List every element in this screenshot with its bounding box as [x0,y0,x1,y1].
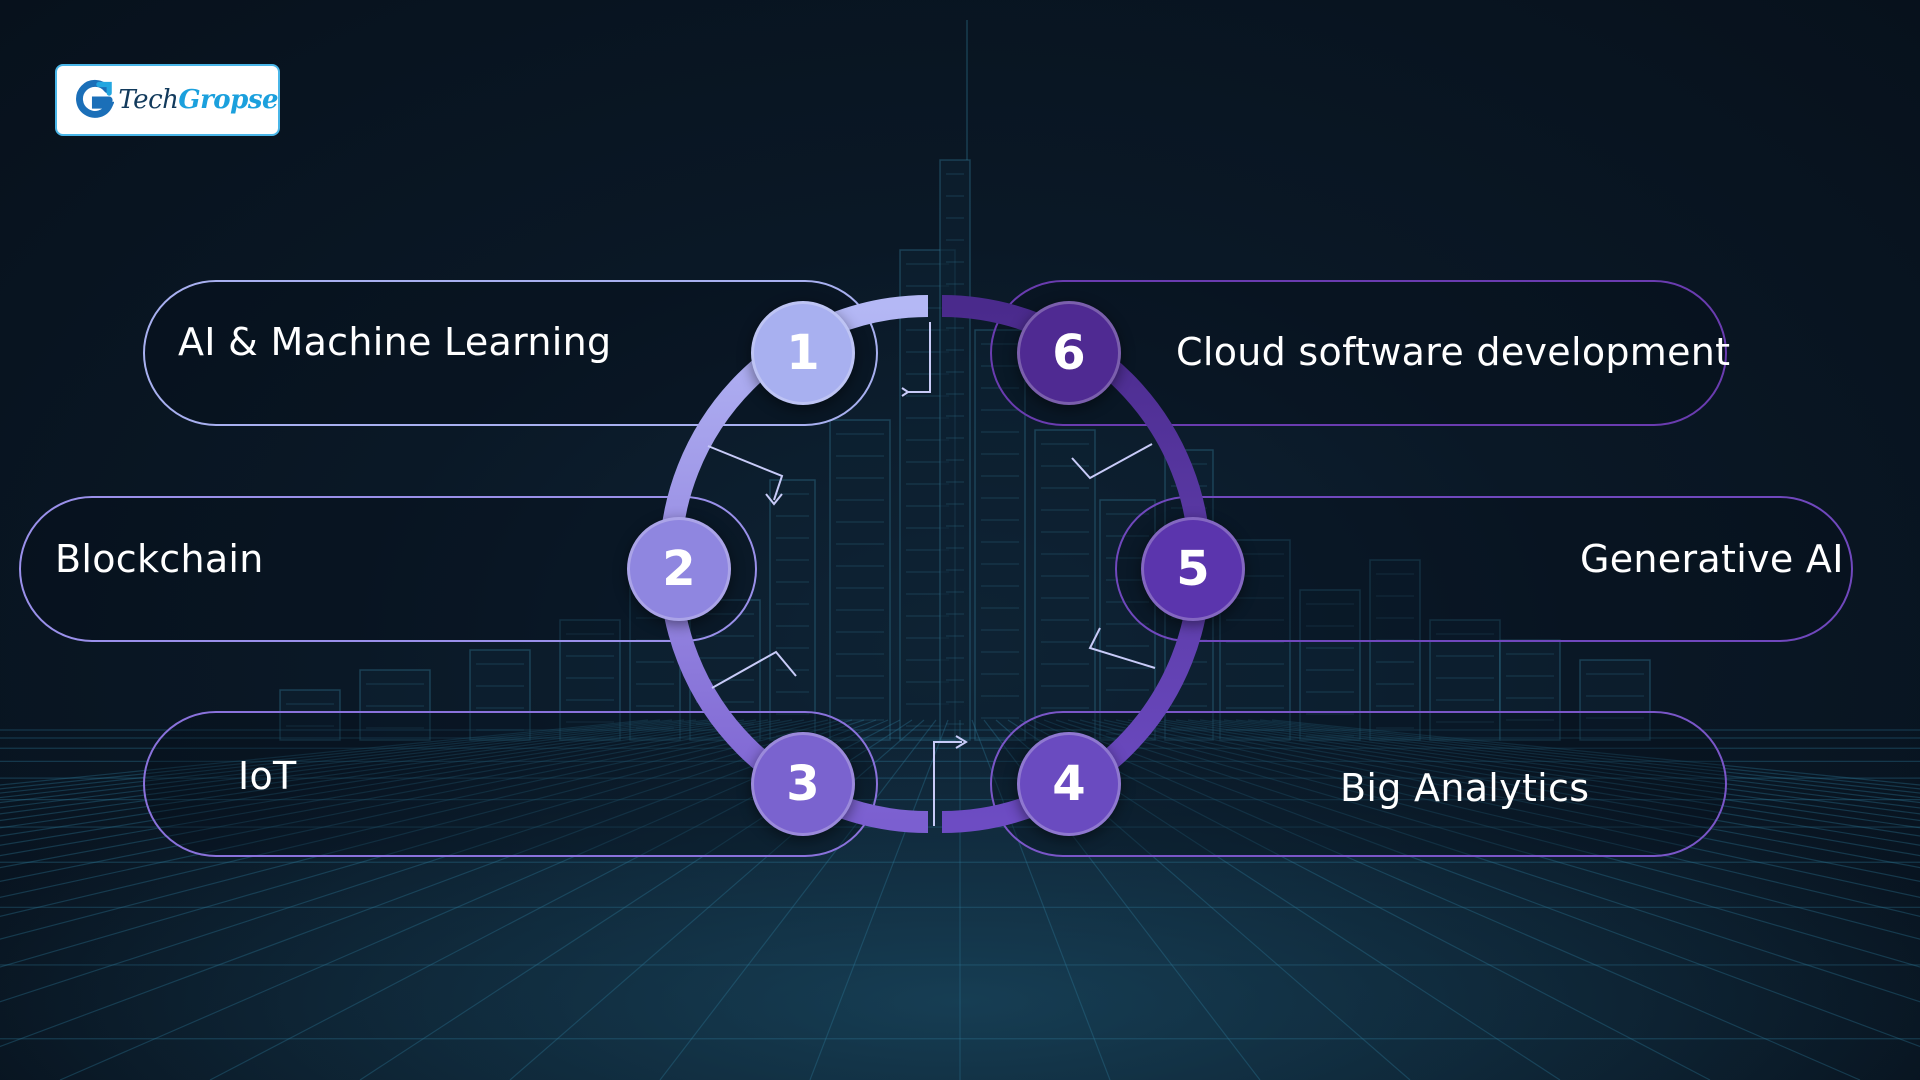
step-label-3: IoT [238,754,297,798]
step-label-1: AI & Machine Learning [178,320,612,364]
step-node-6[interactable]: 6 [1017,301,1121,405]
g-logo-icon [76,80,115,118]
step-label-2: Blockchain [55,537,264,581]
step-node-4[interactable]: 4 [1017,732,1121,836]
step-label-5: Generative AI [1580,537,1844,581]
step-node-2[interactable]: 2 [627,517,731,621]
step-label-4: Big Analytics [1340,766,1590,810]
step-node-5[interactable]: 5 [1141,517,1245,621]
brand-name: TechGropse [118,85,278,115]
step-label-6: Cloud software development [1176,330,1731,374]
techgropse-logo[interactable]: TechGropse [55,64,280,136]
step-node-3[interactable]: 3 [751,732,855,836]
step-node-1[interactable]: 1 [751,301,855,405]
